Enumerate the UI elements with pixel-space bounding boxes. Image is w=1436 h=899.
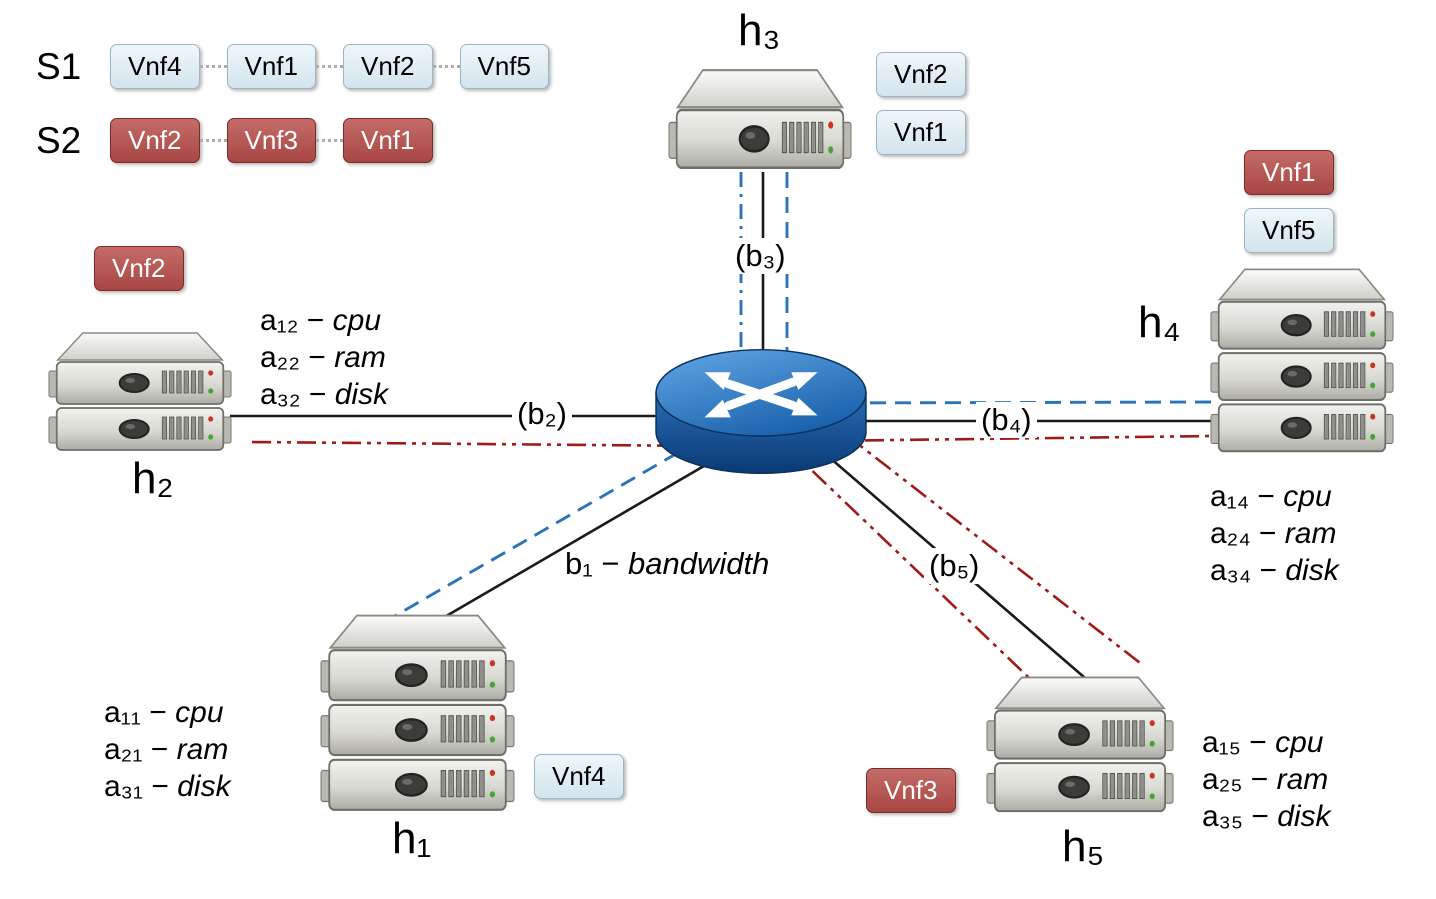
vnf-node: Vnf2 [343,44,433,89]
resource-line: a₂₁ − ram [104,733,229,766]
h5-vnf-stack: Vnf3 [866,768,956,813]
h4-resources: a₁₄ − cpu a₂₄ − ram a₃₄ − disk [1210,478,1339,589]
resource-line: a₁₁ − cpu [104,696,224,729]
vnf-node: Vnf4 [110,44,200,89]
server-h3-icon [668,66,852,176]
server-h4-icon [1210,266,1394,458]
chain-connector [432,65,460,68]
vnf-node: Vnf2 [94,246,184,291]
vnf-node: Vnf5 [1244,208,1334,253]
chain-connector [199,65,227,68]
chain-s1-label: S1 [36,45,82,87]
service-chain-s2: S2 Vnf2 Vnf3 Vnf1 [36,118,433,163]
link-b4-label: (b₄) [976,402,1037,438]
vnf-node: Vnf2 [110,118,200,163]
resource-line: a₁₅ − cpu [1202,726,1324,759]
vnf-node: Vnf1 [226,44,316,89]
resource-line: a₃₂ − disk [260,378,389,411]
resource-line: a₂₄ − ram [1210,517,1337,550]
host-h4-label: h₄ [1138,298,1181,347]
host-h1-label: h₁ [392,814,432,863]
vnf-node: Vnf3 [226,118,316,163]
chain-connector [316,65,343,68]
host-h3-label: h₃ [738,6,781,55]
h2-vnf-stack: Vnf2 [94,246,184,291]
resource-line: a₁₂ − cpu [260,304,382,337]
resource-line: a₂₅ − ram [1202,763,1329,796]
chain-connector [316,139,343,142]
h1-vnf-stack: Vnf4 [534,754,624,799]
link-b2 [230,414,707,448]
link-b3-label: (b₃) [730,238,791,274]
server-h2-icon [48,330,232,456]
h4-vnf-stack: Vnf1 Vnf5 [1244,150,1334,253]
vnf-node: Vnf4 [534,754,624,799]
server-h5-icon [986,674,1174,818]
resource-line: a₂₂ − ram [260,341,386,374]
vnf-node: Vnf1 [1244,150,1334,195]
link-b5-label: (b₅) [924,548,985,584]
host-h5-label: h₅ [1062,822,1105,871]
server-h1-icon [320,612,515,817]
vnf-node: Vnf3 [866,768,956,813]
h1-resources: a₁₁ − cpu a₂₁ − ram a₃₁ − disk [104,694,231,805]
resource-line: a₃₁ − disk [104,770,231,803]
link-b1-label: b₁ − bandwidth [565,546,770,581]
router-icon [650,334,872,486]
vnf-node: Vnf1 [343,118,433,163]
chain-connector [199,139,227,142]
chain-s2-label: S2 [36,119,82,161]
link-b2-label: (b₂) [512,396,572,432]
link-b1 [387,438,741,624]
vnf-node: Vnf1 [876,110,966,155]
h3-vnf-stack: Vnf2 Vnf1 [876,52,966,155]
resource-line: a₃₅ − disk [1202,800,1331,833]
h5-resources: a₁₅ − cpu a₂₅ − ram a₃₅ − disk [1202,724,1331,835]
service-chain-s1: S1 Vnf4 Vnf1 Vnf2 Vnf5 [36,44,549,89]
h2-resources: a₁₂ − cpu a₂₂ − ram a₃₂ − disk [260,302,388,413]
resource-line: a₃₄ − disk [1210,554,1339,587]
resource-line: a₁₄ − cpu [1210,480,1332,513]
vnf-node: Vnf5 [459,44,549,89]
vnf-node: Vnf2 [876,52,966,97]
host-h2-label: h₂ [132,454,174,503]
